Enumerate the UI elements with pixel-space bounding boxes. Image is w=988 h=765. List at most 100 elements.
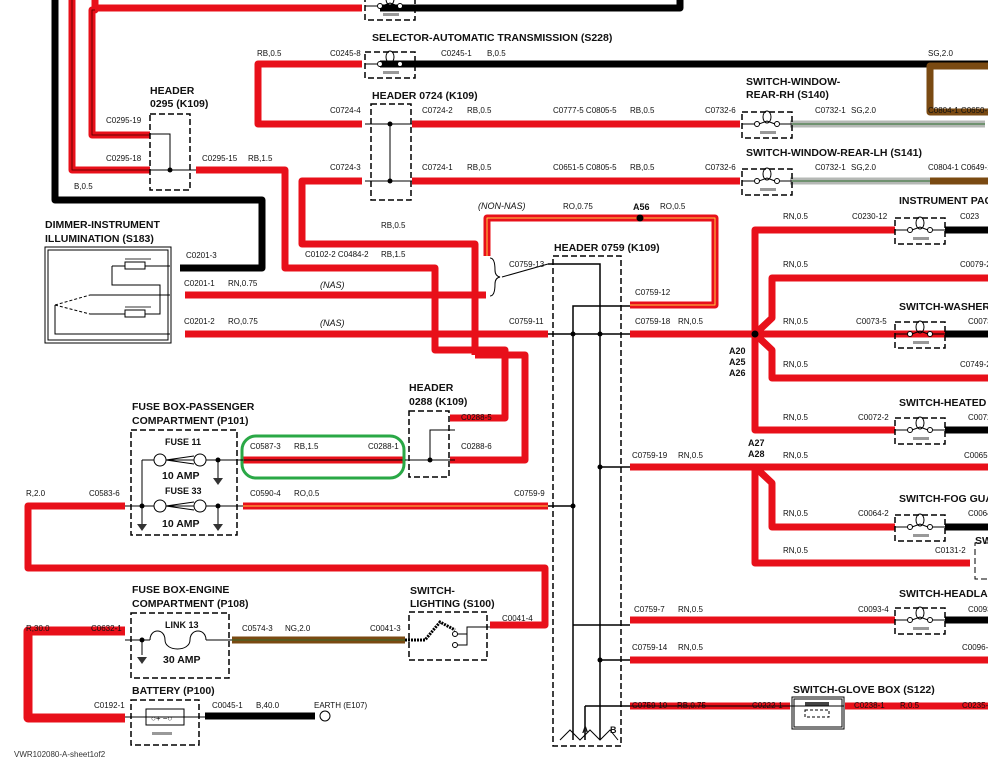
- connector-label: C0777-5 C0805-5: [553, 106, 617, 115]
- connector-label: C0041-4: [502, 614, 533, 623]
- header-0724[interactable]: [365, 103, 412, 201]
- bus-label-a: A: [582, 725, 589, 735]
- connector-label: C0073-5: [856, 317, 887, 326]
- non-nas-label: (NON-NAS): [478, 201, 526, 211]
- connector-label: C0732-6: [705, 106, 736, 115]
- wire-label: RB,1.5: [381, 250, 406, 259]
- connector-label: C0072: [968, 413, 988, 422]
- connector-label: C0201-2: [184, 317, 215, 326]
- dimmer-title-2: ILLUMINATION (S183): [45, 233, 154, 245]
- connector-label: C0192-1: [94, 701, 125, 710]
- connector-label: C0245-8: [330, 49, 361, 58]
- fuse33-rating: 10 AMP: [162, 518, 200, 530]
- fusebox-engine-title-1: FUSE BOX-ENGINE: [132, 584, 229, 596]
- fusebox-engine-title-2: COMPARTMENT (P108): [132, 598, 248, 610]
- fuse11-label: FUSE 11: [165, 437, 201, 447]
- wire-label: B,0.5: [74, 182, 93, 191]
- switch-fog-title: SWITCH-FOG GUARD: [899, 493, 988, 505]
- connector-label: C0093: [968, 605, 988, 614]
- splice-label: A25: [729, 357, 746, 367]
- svg-text:○+ −○: ○+ −○: [151, 714, 172, 723]
- connector-label: C0804-1 C0649-1: [928, 163, 988, 172]
- switch-heated[interactable]: [894, 416, 946, 445]
- wire-label: RN,0.5: [678, 605, 703, 614]
- connector-label: C0073: [968, 317, 988, 326]
- connector-label: C0201-1: [184, 279, 215, 288]
- nas-brace: [489, 257, 501, 297]
- switch-glove-box[interactable]: [790, 696, 845, 730]
- wire-label: RO,0.5: [294, 489, 320, 498]
- connector-label: C0759-9: [514, 489, 545, 498]
- highlight-circle: [240, 434, 406, 480]
- wire-label: B,40.0: [256, 701, 280, 710]
- connector-label: C0064: [968, 509, 988, 518]
- connector-label: C0230-12: [852, 212, 888, 221]
- dimmer-instrument-illumination[interactable]: [44, 246, 172, 344]
- wire-label: RN,0.5: [783, 451, 808, 460]
- wire-label: RN,0.5: [783, 509, 808, 518]
- battery[interactable]: ○+ −○: [125, 699, 205, 746]
- fuse-box-passenger[interactable]: [125, 429, 243, 536]
- connector-label: C0288-1: [368, 442, 399, 451]
- wire-label: R,2.0: [26, 489, 46, 498]
- instrument-pack[interactable]: [894, 216, 946, 245]
- connector-label: C0238-1: [854, 701, 885, 710]
- connector-label: C0732-1: [815, 163, 846, 172]
- connector-label: C0245-1: [441, 49, 472, 58]
- wire-label: RN,0.5: [783, 360, 808, 369]
- wire-label: RB,0.5: [381, 221, 406, 230]
- connector-label: C0045-1: [212, 701, 243, 710]
- header-0295[interactable]: [149, 113, 196, 191]
- nas-label: (NAS): [320, 280, 345, 290]
- connector-label: C0235-1: [962, 701, 988, 710]
- wire-label: RB,0.5: [257, 49, 282, 58]
- sheet-reference: VWR102080-A-sheet1of2: [14, 750, 106, 759]
- wire-label: RB,1.5: [248, 154, 273, 163]
- wire-label: RN,0.5: [783, 317, 808, 326]
- selector-title: SELECTOR-AUTOMATIC TRANSMISSION (S228): [372, 32, 612, 44]
- connector-label: C0587-3: [250, 442, 281, 451]
- connector-label: C0632-1: [91, 624, 122, 633]
- wire-b05-top: [68, 0, 150, 174]
- brace-leader: [501, 263, 549, 278]
- connector-label: C0041-3: [370, 624, 401, 633]
- switch-headlamp[interactable]: [894, 606, 946, 635]
- earth-icon: [319, 710, 331, 722]
- switch-sw-title: SW: [975, 535, 988, 547]
- splice-label: A26: [729, 368, 746, 378]
- connector-label: C0759-14: [632, 643, 668, 652]
- link13-rating: 30 AMP: [163, 654, 201, 666]
- connector-label: C0724-2: [422, 106, 453, 115]
- header-0288[interactable]: [405, 410, 455, 478]
- fuse11-rating: 10 AMP: [162, 470, 200, 482]
- connector-label: C0079-2: [960, 260, 988, 269]
- wire-label: RN,0.75: [228, 279, 258, 288]
- switch-lighting-title-1: SWITCH-: [410, 585, 455, 597]
- wire-label: RN,0.5: [678, 451, 703, 460]
- switch-sw-box[interactable]: [974, 542, 988, 580]
- wire-label: SG,2.0: [928, 49, 953, 58]
- connector-label: C0222-1: [752, 701, 783, 710]
- splice-a56: [636, 214, 644, 222]
- wire-label: RN,0.5: [783, 413, 808, 422]
- header-0759[interactable]: [548, 255, 630, 747]
- wire-label: RN,0.5: [678, 643, 703, 652]
- fuse33-label: FUSE 33: [165, 486, 202, 496]
- wire-label: RN,0.5: [783, 212, 808, 221]
- switch-fog-guard[interactable]: [894, 513, 946, 542]
- switch-window-rear-lh[interactable]: [741, 167, 793, 196]
- wire-label: SG,2.0: [851, 106, 876, 115]
- fuse-box-engine[interactable]: [125, 612, 232, 679]
- connector-label: C0096-2: [962, 643, 988, 652]
- header-0759-title: HEADER 0759 (K109): [554, 242, 660, 254]
- wire-label: RN,0.5: [783, 260, 808, 269]
- header-0288-title-1: HEADER: [409, 382, 454, 394]
- connector-label: C0131-2: [935, 546, 966, 555]
- switch-lighting[interactable]: [405, 611, 490, 661]
- connector-label: C0724-1: [422, 163, 453, 172]
- connector-label: C0064-2: [858, 509, 889, 518]
- connector-label: C0759-19: [632, 451, 668, 460]
- splice-label: A27: [748, 438, 765, 448]
- switch-window-rear-rh[interactable]: [741, 110, 793, 139]
